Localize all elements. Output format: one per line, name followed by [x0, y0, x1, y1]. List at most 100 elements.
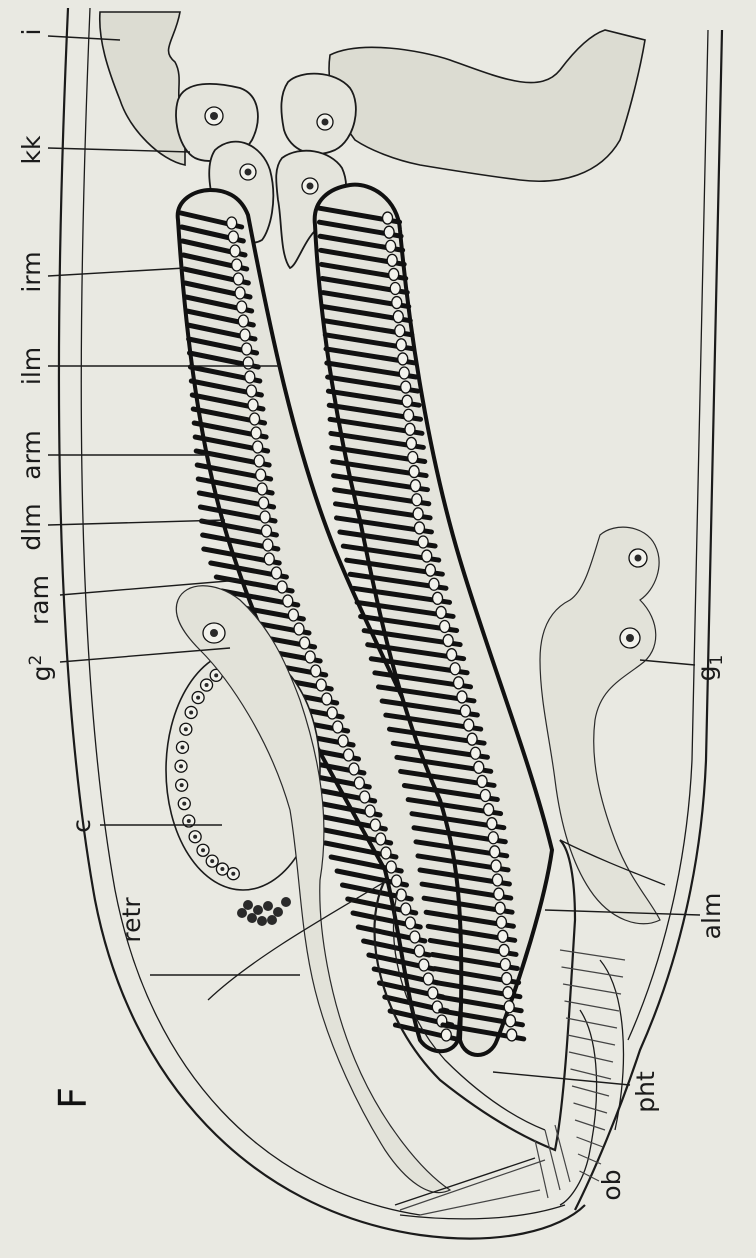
muscle-nucleus	[250, 413, 260, 425]
muscle-nucleus	[248, 399, 258, 411]
muscle-nucleus	[316, 679, 326, 691]
muscle-nucleus	[327, 707, 337, 719]
muscle-nucleus	[503, 987, 513, 999]
label-alm: alm	[697, 893, 726, 940]
label-irm: irm	[17, 251, 46, 292]
muscle-nucleus	[240, 329, 250, 341]
muscle-nucleus	[389, 268, 399, 280]
muscle-nucleus	[254, 455, 264, 467]
muscle-nucleus	[477, 775, 487, 787]
muscle-nucleus	[227, 217, 237, 229]
pht-fibre	[571, 1069, 612, 1079]
muscle-nucleus	[390, 283, 400, 295]
muscle-nucleus	[495, 902, 505, 914]
muscle-nucleus	[230, 245, 240, 257]
pht-fibre	[574, 1103, 608, 1113]
pht-fibre	[577, 1137, 604, 1147]
cerebrum-nucleolus	[187, 819, 191, 823]
muscle-nucleus	[480, 790, 490, 802]
muscle-nucleus	[349, 763, 359, 775]
label-g2-superscript: 2	[26, 655, 46, 666]
muscle-nucleus	[484, 804, 494, 816]
muscle-nucleus	[412, 494, 422, 506]
eye-spot-cluster	[237, 897, 291, 926]
label-retr: retr	[117, 897, 146, 943]
muscle-nucleus	[365, 805, 375, 817]
cerebrum-nucleolus	[231, 872, 235, 876]
muscle-nucleus	[228, 231, 238, 243]
muscle-nucleus	[436, 606, 446, 618]
muscle-nucleus	[392, 875, 402, 887]
muscle-nucleus	[370, 819, 380, 831]
muscle-nucleus	[392, 297, 402, 309]
pht-fibre	[560, 950, 625, 960]
muscle-nucleus	[259, 497, 269, 509]
label-arm: arm	[17, 430, 46, 480]
cerebrum-nucleolus	[210, 859, 214, 863]
cerebrum-nucleolus	[205, 683, 209, 687]
muscle-nucleus	[311, 665, 321, 677]
muscle-nucleus	[467, 733, 477, 745]
muscle-nucleus	[253, 441, 263, 453]
muscle-nucleus	[401, 381, 411, 393]
gland-g1	[540, 527, 660, 924]
label-g2: g2	[26, 655, 56, 682]
cerebrum-nucleolus	[184, 727, 188, 731]
cerebrum-nucleolus	[180, 783, 184, 787]
cerebrum-nucleolus	[193, 835, 197, 839]
muscle-nucleus	[288, 609, 298, 621]
muscle-nucleus	[488, 832, 498, 844]
muscle-nucleus	[237, 301, 247, 313]
muscle-nucleus	[271, 567, 281, 579]
muscle-nucleus	[496, 916, 506, 928]
muscle-nucleus	[405, 423, 415, 435]
muscle-nucleus	[414, 522, 424, 534]
muscle-nucleus	[500, 959, 510, 971]
muscle-nucleus	[401, 903, 411, 915]
muscle-nucleus	[492, 874, 502, 886]
muscle-nucleus	[414, 945, 424, 957]
muscle-nucleus	[277, 581, 287, 593]
muscle-nucleus	[360, 791, 370, 803]
muscle-nucleus	[408, 452, 418, 464]
label-kk: kk	[17, 135, 46, 164]
muscle-nucleus	[242, 343, 252, 355]
label-dlm: dlm	[17, 503, 46, 550]
muscle-nucleus	[251, 427, 261, 439]
muscle-nucleus	[395, 325, 405, 337]
muscle-nucleus	[460, 705, 470, 717]
muscle-nucleus	[491, 860, 501, 872]
muscle-nucleus	[409, 466, 419, 478]
muscle-nucleus	[399, 367, 409, 379]
muscle-nucleus	[386, 861, 396, 873]
muscle-nucleus	[344, 749, 354, 761]
muscle-nucleus	[423, 973, 433, 985]
muscle-nucleus	[398, 353, 408, 365]
muscle-nucleus	[238, 315, 248, 327]
muscle-nucleus	[487, 818, 497, 830]
muscle-nucleus	[504, 1001, 514, 1013]
muscle-nucleus	[464, 719, 474, 731]
muscle-nucleus	[419, 959, 429, 971]
muscle-nucleus	[457, 691, 467, 703]
muscle-nucleus	[490, 846, 500, 858]
muscle-nucleus	[406, 437, 416, 449]
muscle-nucleus	[447, 649, 457, 661]
pht-fibre	[569, 1052, 613, 1062]
muscle-nucleus	[470, 747, 480, 759]
muscle-nucleus	[440, 621, 450, 633]
muscle-nucleus	[294, 623, 304, 635]
muscle-nucleus	[454, 677, 464, 689]
muscle-nucleus	[505, 1015, 515, 1027]
muscle-nucleus	[405, 917, 415, 929]
muscle-nucleus	[305, 651, 315, 663]
muscle-nucleus	[246, 385, 256, 397]
cerebrum-nucleolus	[220, 867, 224, 871]
muscle-nucleus	[383, 212, 393, 224]
cerebrum-nucleolus	[196, 696, 200, 700]
muscle-nucleus	[494, 888, 504, 900]
muscle-nucleus	[256, 469, 266, 481]
muscle-nucleus	[354, 777, 364, 789]
muscle-nucleus	[425, 564, 435, 576]
muscle-nucleus	[260, 511, 270, 523]
